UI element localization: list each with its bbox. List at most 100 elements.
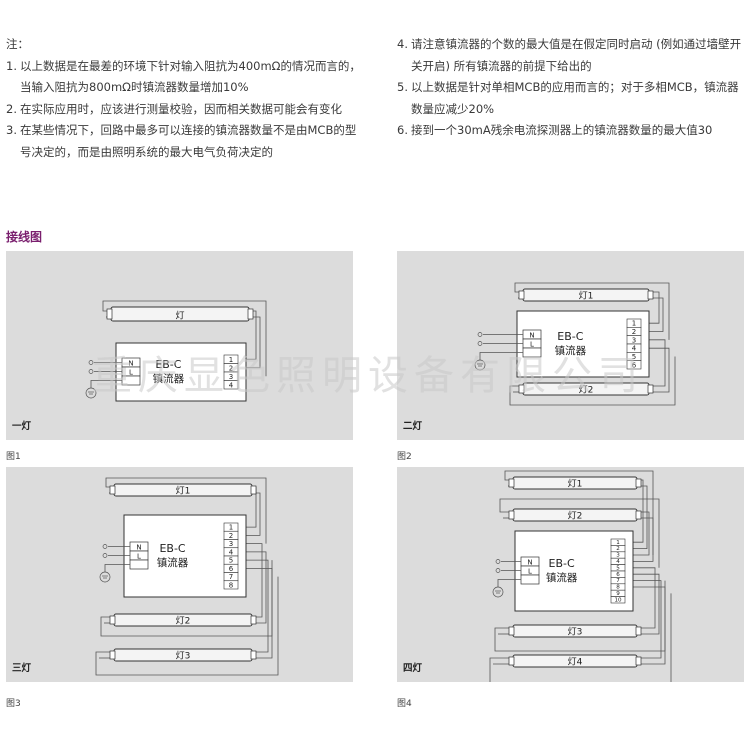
figure-caption: 图4 xyxy=(397,699,412,709)
input-label-l: L xyxy=(129,369,133,377)
input-terminal-pe xyxy=(121,375,141,386)
wire xyxy=(625,511,650,556)
lamp-label: 灯3 xyxy=(568,627,583,638)
lamp-label: 灯1 xyxy=(568,479,583,490)
lamp-cap xyxy=(647,290,654,300)
figure-caption: 图3 xyxy=(6,699,21,709)
wire xyxy=(641,297,664,332)
output-terminal-number: 1 xyxy=(229,356,233,364)
output-terminal xyxy=(223,380,239,390)
ballast-name: 镇流器 xyxy=(555,344,587,357)
notes-left: 注： 1. 以上数据是在最差的环境下针对输入阻抗为400mΩ的情况而言的，当输入… xyxy=(6,34,362,163)
mains-l-symbol xyxy=(477,341,483,346)
notes-right: 4. 请注意镇流器的个数的最大值是在假定同时启动 (例如通过墙壁开关开启) 所有… xyxy=(397,34,747,142)
lamp-cap xyxy=(647,384,654,394)
input-label-n: N xyxy=(527,559,532,567)
mains-l-symbol xyxy=(102,553,108,558)
lamp-cap xyxy=(250,650,257,660)
wire xyxy=(238,551,267,624)
output-terminal-number: 3 xyxy=(229,373,233,381)
output-terminal-number: 3 xyxy=(632,336,636,344)
wire xyxy=(102,300,267,377)
wire xyxy=(625,517,654,562)
wire xyxy=(514,282,670,340)
wire xyxy=(641,291,660,324)
output-terminal-number: 8 xyxy=(616,585,620,591)
earth-icon xyxy=(85,387,97,399)
output-terminal-number: 6 xyxy=(229,565,234,573)
lamp-label: 灯2 xyxy=(176,616,191,627)
lamp-cap xyxy=(635,656,642,666)
note-item: 4. 请注意镇流器的个数的最大值是在假定同时启动 (例如通过墙壁开关开启) 所有… xyxy=(397,37,742,73)
lamp-cap xyxy=(508,656,515,666)
note-item: 5. 以上数据是针对单相MCB的应用而言的；对于多相MCB，镇流器数量应减少20… xyxy=(397,80,739,116)
output-terminal-number: 7 xyxy=(229,573,233,581)
lamp-label: 灯2 xyxy=(568,511,583,522)
input-label-n: N xyxy=(529,332,534,340)
wire xyxy=(625,567,656,629)
lamp-cap xyxy=(508,510,515,520)
output-terminal-number: 2 xyxy=(229,364,233,372)
ballast-model: EB-C xyxy=(557,330,583,343)
input-terminal-pe xyxy=(522,347,542,358)
diagram-label: 三灯 xyxy=(12,663,32,674)
output-terminal-number: 4 xyxy=(632,345,637,353)
lamp-cap xyxy=(250,615,257,625)
output-terminal-number: 2 xyxy=(632,328,636,336)
earth-icon xyxy=(99,571,111,583)
lamp-cap xyxy=(109,615,116,625)
input-terminal-pe xyxy=(520,574,540,585)
input-label-n: N xyxy=(128,360,133,368)
lamp-cap xyxy=(247,308,254,320)
input-label-l: L xyxy=(528,568,532,576)
ballast-model: EB-C xyxy=(549,557,575,570)
output-terminal-number: 2 xyxy=(616,546,620,552)
wire xyxy=(238,559,269,653)
ballast-name: 镇流器 xyxy=(157,556,189,569)
mains-l-symbol xyxy=(88,369,94,374)
wire xyxy=(509,356,676,406)
diagram-label: 四灯 xyxy=(403,663,423,674)
lamp-cap xyxy=(106,308,113,320)
lamp-cap xyxy=(635,510,642,520)
lamp-cap xyxy=(109,650,116,660)
wire xyxy=(625,580,662,659)
note-item: 6. 接到一个30mA残余电流探测器上的镇流器数量的最大值30 xyxy=(397,123,713,137)
wire xyxy=(105,477,267,544)
output-terminal-number: 1 xyxy=(632,320,636,328)
mains-n-symbol xyxy=(102,544,108,549)
lamp-label: 灯1 xyxy=(176,486,191,497)
output-terminal-number: 4 xyxy=(229,381,234,389)
notes-heading: 注： xyxy=(6,37,29,51)
lamp-cap xyxy=(250,485,257,495)
wire xyxy=(625,573,660,635)
ballast-name: 镇流器 xyxy=(153,372,185,385)
figure-caption: 图2 xyxy=(397,452,412,462)
wire xyxy=(238,316,261,369)
wire xyxy=(641,347,670,393)
earth-icon xyxy=(492,586,504,598)
earth-icon xyxy=(474,359,486,371)
output-terminal-number: 5 xyxy=(616,565,620,571)
figure-caption: 图1 xyxy=(6,452,21,462)
lamp-label: 灯1 xyxy=(579,291,594,302)
mains-n-symbol xyxy=(477,332,483,337)
mains-l-symbol xyxy=(495,568,501,573)
ballast-model: EB-C xyxy=(155,358,181,371)
section-title: 接线图 xyxy=(6,230,43,244)
lamp-cap xyxy=(635,478,642,488)
lamp-cap xyxy=(518,384,525,394)
wire xyxy=(489,593,672,682)
lamp-label: 灯3 xyxy=(176,651,191,662)
output-terminal-number: 6 xyxy=(616,572,620,578)
output-terminal-number: 2 xyxy=(229,532,233,540)
output-terminal-number: 4 xyxy=(229,548,234,556)
earth-wire xyxy=(90,380,122,388)
mains-n-symbol xyxy=(88,360,94,365)
output-terminal-number: 1 xyxy=(616,540,620,546)
